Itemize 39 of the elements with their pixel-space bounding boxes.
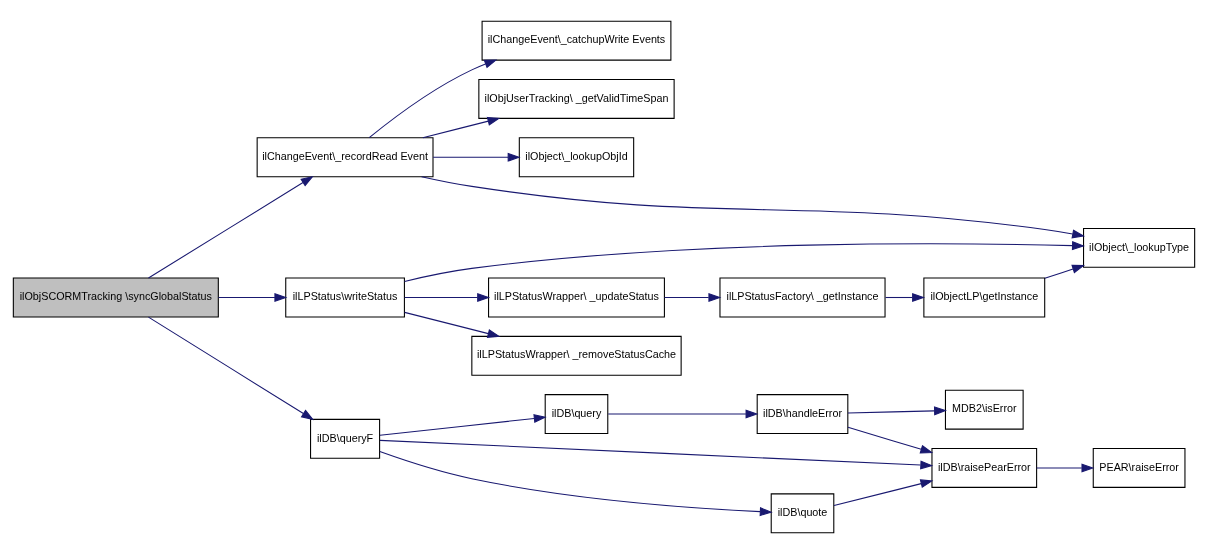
node-box: ilDB\query [544, 394, 609, 434]
node-box: ilDB\raisePearError [931, 448, 1038, 488]
node-box: ilChangeEvent\_catchupWrite Events [481, 20, 672, 61]
arrow [847, 406, 948, 416]
arrow [1044, 264, 1086, 279]
arrow [847, 426, 934, 454]
arrow [404, 311, 501, 338]
arrow [379, 439, 934, 470]
node-box: ilLPStatusWrapper\ _updateStatus [488, 277, 665, 318]
arrow [607, 409, 759, 419]
node-box: ilLPStatusWrapper\ _removeStatusCache [471, 335, 682, 376]
node-box: ilLPStatus\writeStatus [285, 277, 405, 318]
arrow [379, 451, 773, 517]
arrow [663, 292, 722, 303]
arrow [379, 414, 547, 436]
node-box: MDB2\isError [944, 389, 1024, 430]
arrow [422, 116, 501, 139]
node-box: ilObject\_lookupObjId [518, 137, 635, 178]
node-box: ilObjUserTracking\ _getValidTimeSpan [478, 79, 675, 119]
arrow [368, 59, 498, 139]
arrow [217, 292, 288, 303]
arrow [833, 479, 934, 507]
node-box: ilObjSCORMTracking \syncGlobalStatus [12, 277, 219, 318]
arrow [1036, 463, 1095, 473]
node-box: ilDB\quote [770, 493, 835, 534]
arrow [147, 316, 315, 421]
node-box: PEAR\raiseError [1092, 448, 1186, 488]
arrow [884, 292, 926, 303]
node-box: ilObjectLP\getInstance [923, 277, 1046, 318]
node-box: ilObject\_lookupType [1083, 227, 1196, 268]
arrow [432, 152, 521, 162]
arrow [404, 292, 491, 303]
arrow [421, 176, 1086, 239]
node-box: ilLPStatusFactory\ _getInstance [719, 277, 886, 318]
node-box: ilDB\queryF [310, 418, 381, 459]
arrow [147, 175, 314, 279]
arrow [404, 241, 1085, 282]
node-box: ilDB\handleError [756, 394, 849, 434]
node-box: ilChangeEvent\_recordRead Event [256, 137, 434, 178]
